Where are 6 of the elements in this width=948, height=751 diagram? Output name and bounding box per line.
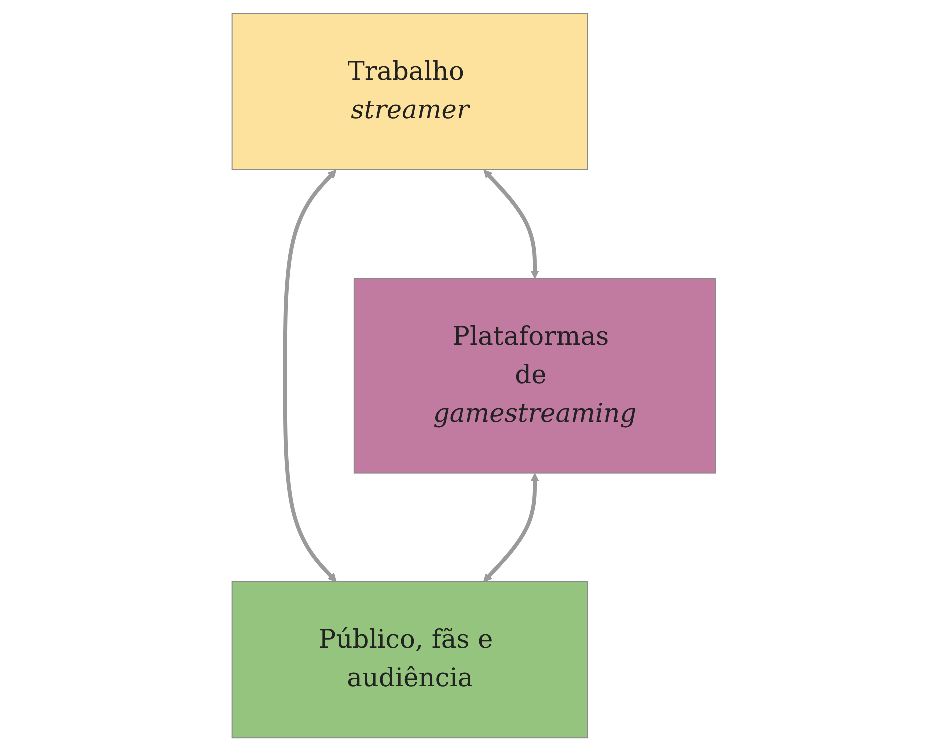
arrow <box>483 472 540 582</box>
node-box: Plataformas de gamestreaming <box>354 278 716 474</box>
node-box: Trabalho streamer <box>232 12 588 170</box>
node-box: Público, fãs e audiência <box>232 581 588 738</box>
arrow <box>484 169 540 279</box>
arrow <box>283 169 337 582</box>
